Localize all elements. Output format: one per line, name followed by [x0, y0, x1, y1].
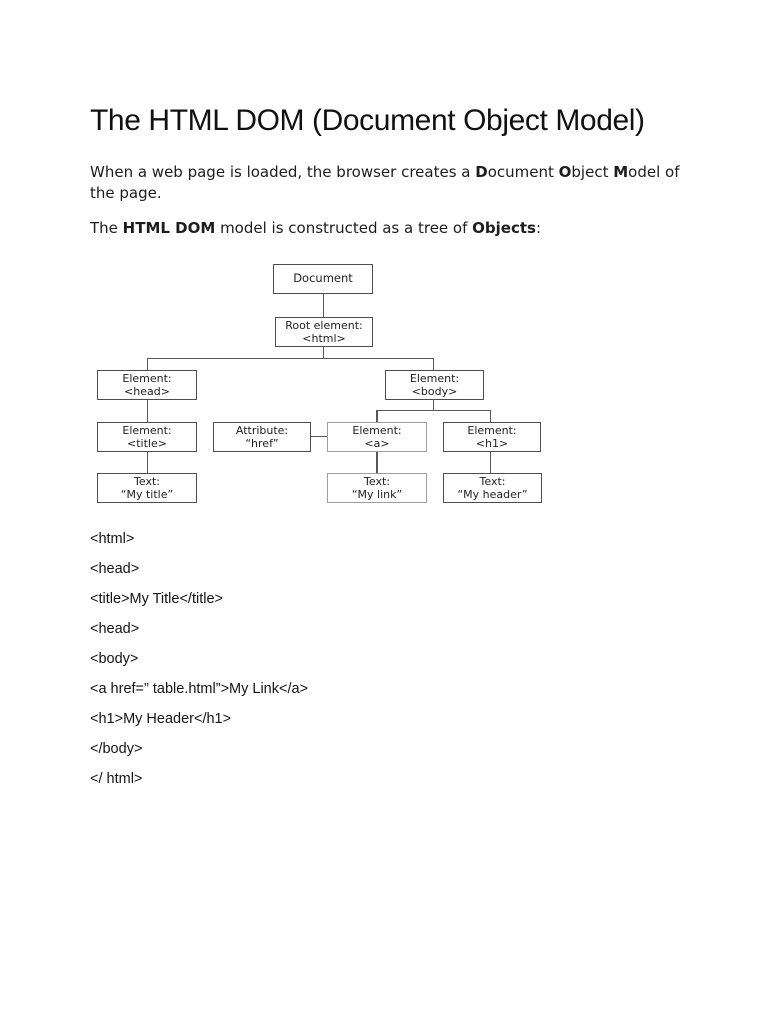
- node-label: Element:: [352, 423, 402, 437]
- connector-drop-a: [376, 410, 378, 422]
- connector-attr-a: [310, 436, 327, 437]
- node-value: “My header”: [457, 488, 528, 501]
- connector-head-title: [147, 399, 148, 422]
- tree-node-attribute-href: Attribute: “href”: [213, 422, 311, 452]
- code-line: <h1>My Header</h1>: [90, 711, 232, 727]
- node-label: Root element:: [285, 318, 363, 332]
- intro-paragraph: When a web page is loaded, the browser c…: [90, 162, 680, 204]
- node-value: “My link”: [351, 488, 403, 501]
- node-label: Document: [293, 271, 353, 286]
- node-value: <h1>: [475, 437, 509, 450]
- code-line: <body>: [90, 651, 139, 667]
- code-line: <a href=” table.html”>My Link</a>: [90, 681, 309, 697]
- node-label: Text:: [134, 474, 160, 488]
- connector-drop-h1: [490, 410, 491, 422]
- intro-line-1: When a web page is loaded, the browser c…: [90, 163, 680, 181]
- tree-node-h1: Element: <h1>: [443, 422, 541, 452]
- code-line: <head>: [90, 621, 140, 637]
- tree-node-body: Element: <body>: [385, 370, 484, 400]
- page-title: The HTML DOM (Document Object Model): [90, 104, 645, 137]
- node-label: Element:: [122, 423, 172, 437]
- node-label: Attribute:: [235, 423, 289, 437]
- tree-node-title: Element: <title>: [97, 422, 197, 452]
- node-label: Text:: [364, 474, 390, 488]
- connector-h1-text: [490, 452, 491, 473]
- node-value: <html>: [302, 332, 346, 345]
- code-line: <head>: [90, 561, 140, 577]
- code-line: <title>My Title</title>: [90, 591, 223, 607]
- node-label: Element:: [467, 423, 517, 437]
- connector-root-horizontal: [147, 358, 434, 359]
- connector-title-text: [147, 452, 148, 473]
- connector-a-text: [376, 452, 378, 473]
- node-value: <a>: [364, 437, 390, 450]
- tree-node-a: Element: <a>: [327, 422, 427, 452]
- intro-line-2: the page.: [90, 184, 162, 202]
- tree-node-head: Element: <head>: [97, 370, 197, 400]
- code-line: </body>: [90, 741, 143, 757]
- connector-root-stub: [323, 346, 324, 358]
- tree-node-document: Document: [273, 264, 373, 294]
- tree-node-text-my-title: Text: “My title”: [97, 473, 197, 503]
- tree-node-text-my-header: Text: “My header”: [443, 473, 542, 503]
- node-value: <body>: [411, 385, 458, 398]
- tree-node-text-my-link: Text: “My link”: [327, 473, 427, 503]
- connector-body-horizontal: [377, 410, 491, 411]
- node-value: <title>: [127, 437, 167, 450]
- connector-drop-head: [147, 358, 148, 370]
- node-value: “My title”: [120, 488, 174, 501]
- tree-sentence: The HTML DOM model is constructed as a t…: [90, 219, 542, 237]
- code-line: </ html>: [90, 771, 143, 787]
- code-line: <html>: [90, 531, 135, 547]
- node-label: Element:: [409, 371, 460, 385]
- connector-body-stub: [433, 400, 434, 410]
- connector-document-root: [323, 294, 324, 318]
- node-value: “href”: [245, 437, 279, 450]
- node-label: Text:: [479, 474, 506, 488]
- connector-drop-body: [433, 358, 434, 370]
- node-label: Element:: [122, 371, 172, 385]
- node-value: <head>: [124, 385, 170, 398]
- tree-node-root-element: Root element: <html>: [275, 317, 373, 347]
